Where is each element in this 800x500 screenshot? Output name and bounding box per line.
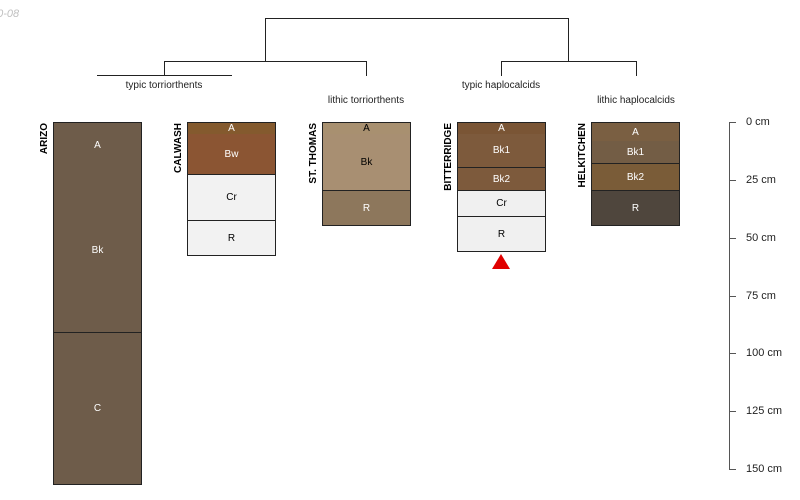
horizon-label: A [498, 123, 505, 134]
axis-tick [729, 469, 736, 470]
group-label: typic haplocalcids [461, 80, 541, 91]
horizon-label: Bk [360, 156, 373, 168]
depth-axis-line [729, 122, 730, 469]
axis-tick [729, 353, 736, 354]
depth-marker-triangle-icon [492, 254, 510, 269]
horizon-label: Bk [91, 244, 104, 256]
horizon: R [322, 191, 411, 226]
dendro-root [265, 18, 569, 19]
axis-tick-label: 100 cm [746, 347, 783, 359]
dendro-branch [501, 61, 502, 76]
horizon-label: R [631, 202, 640, 214]
horizon: Bk2 [591, 164, 680, 191]
profile-name: CALWASH [173, 123, 184, 173]
horizon: R [591, 191, 680, 226]
group-label: typic torriorthents [125, 80, 203, 91]
dendro-leaf-join [97, 75, 232, 76]
axis-tick-label: 150 cm [746, 463, 783, 475]
horizon-label: Bk1 [626, 146, 645, 158]
axis-tick [729, 180, 736, 181]
horizon-label: A [632, 126, 639, 138]
horizon: Bk1 [457, 134, 546, 168]
horizon-label: A [94, 140, 101, 151]
profile-name: ST. THOMAS [308, 123, 319, 184]
date-stamp: 10-08 [0, 8, 20, 20]
axis-tick-label: 25 cm [746, 174, 776, 186]
horizon: R [187, 221, 276, 256]
horizon: R [457, 217, 546, 252]
horizon: Bk2 [457, 168, 546, 191]
horizon: Bk1 [591, 141, 680, 164]
profile-name: BITTERRIDGE [443, 123, 454, 191]
horizon: Bw [187, 134, 276, 175]
horizon-label: Cr [496, 198, 507, 209]
axis-tick-label: 0 cm [746, 116, 770, 128]
dendro-branch [164, 61, 367, 62]
horizon-label: Bk2 [492, 173, 511, 185]
dendro-branch [636, 61, 637, 76]
profile-name: ARIZO [39, 123, 50, 155]
horizon-label: Bw [224, 148, 239, 160]
axis-tick [729, 238, 736, 239]
axis-tick-label: 125 cm [746, 405, 783, 417]
dendro-branch [164, 61, 165, 76]
dendro-branch [366, 61, 367, 76]
axis-tick [729, 411, 736, 412]
horizon: Cr [187, 175, 276, 221]
axis-tick-label: 50 cm [746, 232, 776, 244]
horizon-label: Bk2 [626, 171, 645, 183]
horizon-label: R [227, 232, 236, 244]
horizon-label: C [93, 403, 102, 414]
profile-name: HELKITCHEN [577, 123, 588, 188]
axis-tick [729, 122, 736, 123]
dendro-branch [501, 61, 637, 62]
horizon: Bk [322, 134, 411, 191]
horizon-label: R [497, 228, 506, 240]
horizon-label: A [228, 123, 235, 134]
group-label: lithic torriorthents [327, 95, 405, 106]
horizon-label: A [363, 123, 370, 134]
horizon: Bk [53, 168, 142, 333]
dendro-branch [265, 18, 266, 62]
horizon: C [53, 333, 142, 485]
axis-tick [729, 296, 736, 297]
horizon: A [53, 122, 142, 169]
axis-tick-label: 75 cm [746, 290, 776, 302]
horizon: A [591, 122, 680, 142]
horizon: Cr [457, 191, 546, 217]
horizon-label: Bk1 [492, 145, 511, 156]
dendro-branch [568, 18, 569, 62]
horizon-label: R [362, 202, 371, 214]
group-label: lithic haplocalcids [597, 95, 675, 106]
horizon-label: Cr [226, 192, 237, 203]
